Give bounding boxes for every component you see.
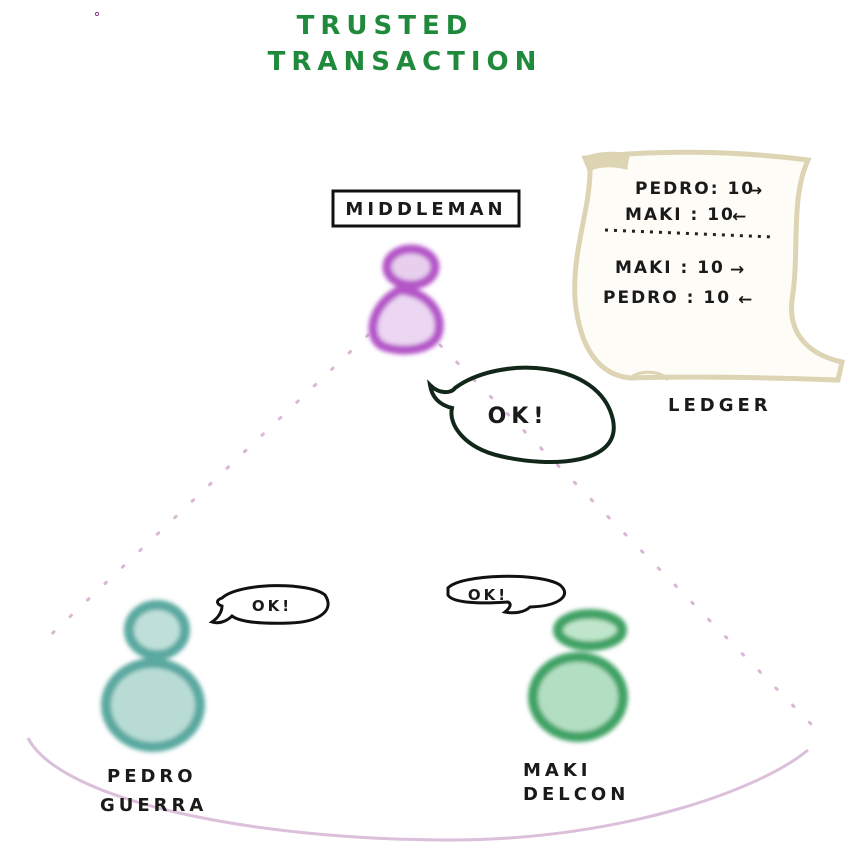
- ledger-entry-1: PEDRO: 10: [635, 179, 755, 199]
- middleman-label: MIDDLEMAN: [345, 199, 506, 220]
- ledger-scroll: PEDRO: 10 → MAKI : 10 ← MAKI : 10 → PEDR…: [572, 149, 845, 383]
- ledger-arrow-3: →: [730, 260, 746, 280]
- stray-dot: [94, 11, 100, 17]
- connection-lines: [38, 333, 814, 727]
- ledger-divider: [604, 228, 773, 239]
- ledger-arrow-1: →: [748, 181, 764, 201]
- maki-figure: [528, 609, 628, 742]
- ledger-arrow-4: ←: [738, 290, 754, 310]
- pedro-figure: [101, 600, 205, 752]
- middleman-figure: [368, 244, 444, 355]
- maki-name-line-2: DELCON: [523, 784, 629, 805]
- pedro-speech-bubble: OK!: [208, 584, 330, 625]
- middleman-speech-text: OK!: [488, 404, 549, 429]
- maki-name-line-1: MAKI: [523, 760, 592, 781]
- title: TRUSTED TRANSACTION: [268, 11, 543, 77]
- middleman-speech-bubble: OK!: [427, 365, 616, 464]
- ledger-arrow-2: ←: [732, 207, 748, 227]
- ledger-entry-2: MAKI : 10: [625, 205, 735, 225]
- ledger-entry-3: MAKI : 10: [615, 258, 725, 278]
- title-line-1: TRUSTED: [297, 11, 474, 41]
- ground-curve: [26, 737, 809, 842]
- line-middleman-to-pedro: [38, 333, 370, 647]
- pedro-speech-text: OK!: [252, 597, 292, 615]
- title-line-2: TRANSACTION: [268, 47, 543, 77]
- pedro-name-line-1: PEDRO: [107, 766, 197, 787]
- maki-speech-text: OK!: [468, 586, 508, 604]
- ledger-caption: LEDGER: [668, 395, 772, 416]
- line-middleman-to-maki: [438, 343, 814, 727]
- maki-speech-bubble: OK!: [446, 574, 567, 615]
- ledger-entry-4: PEDRO : 10: [603, 288, 731, 308]
- middleman-label-box: MIDDLEMAN: [331, 189, 521, 228]
- pedro-name-line-2: GUERRA: [100, 795, 207, 816]
